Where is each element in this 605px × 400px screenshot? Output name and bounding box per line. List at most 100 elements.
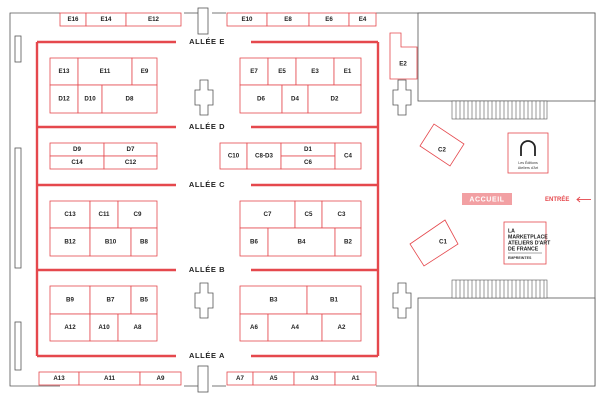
stand-C6[interactable]: C6 — [280, 155, 336, 170]
stand-A13[interactable]: A13 — [38, 371, 80, 386]
stand-B9[interactable]: B9 — [49, 285, 91, 315]
editions-logo-line1: Les Éditions — [518, 160, 538, 165]
stand-B7[interactable]: B7 — [89, 285, 132, 315]
stand-D9[interactable]: D9 — [49, 142, 105, 157]
stand-C3[interactable]: C3 — [321, 200, 362, 229]
stand-D8[interactable]: D8 — [101, 84, 158, 114]
stand-B1[interactable]: B1 — [306, 285, 362, 315]
svg-text:D10: D10 — [84, 96, 96, 103]
svg-text:A4: A4 — [291, 324, 299, 331]
stand-C14[interactable]: C14 — [49, 155, 105, 170]
svg-text:B8: B8 — [140, 239, 148, 246]
stand-E7[interactable]: E7 — [239, 57, 269, 86]
svg-text:A2: A2 — [338, 324, 346, 331]
stand-D1[interactable]: D1 — [280, 142, 336, 157]
svg-text:E6: E6 — [325, 16, 333, 23]
stand-A8[interactable]: A8 — [117, 313, 158, 342]
stand-B2[interactable]: B2 — [334, 227, 362, 257]
svg-text:B2: B2 — [344, 239, 352, 246]
stand-E3[interactable]: E3 — [295, 57, 335, 86]
stand-E8[interactable]: E8 — [266, 12, 310, 27]
stand-C7[interactable]: C7 — [239, 200, 296, 229]
stand-D4[interactable]: D4 — [281, 84, 309, 114]
stand-B12[interactable]: B12 — [49, 227, 91, 257]
svg-text:C11: C11 — [98, 211, 110, 218]
stand-B5[interactable]: B5 — [130, 285, 158, 315]
svg-text:A5: A5 — [270, 375, 278, 382]
stand-B10[interactable]: B10 — [89, 227, 132, 257]
stand-C5[interactable]: C5 — [294, 200, 323, 229]
svg-text:C8-D3: C8-D3 — [255, 153, 273, 160]
stand-B6[interactable]: B6 — [239, 227, 269, 257]
svg-text:E1: E1 — [344, 68, 352, 75]
svg-text:D4: D4 — [291, 96, 299, 103]
stand-D2[interactable]: D2 — [307, 84, 362, 114]
stand-C4[interactable]: C4 — [334, 142, 362, 170]
svg-text:D2: D2 — [331, 96, 339, 103]
svg-text:D12: D12 — [58, 96, 70, 103]
stand-C2[interactable]: C2 — [419, 123, 465, 167]
stand-C12[interactable]: C12 — [103, 155, 158, 170]
stand-E12[interactable]: E12 — [125, 12, 182, 27]
stand-E9[interactable]: E9 — [131, 57, 158, 86]
stands: E16 E14 E12 E10 E8 E6 E4 E2 E13 E11 E9 D… — [38, 12, 465, 386]
svg-text:E7: E7 — [250, 68, 258, 75]
stand-D10[interactable]: D10 — [77, 84, 103, 114]
svg-text:A1: A1 — [352, 375, 360, 382]
svg-text:C9: C9 — [134, 211, 142, 218]
stand-C11[interactable]: C11 — [89, 200, 119, 229]
svg-text:A7: A7 — [236, 375, 244, 382]
svg-text:A13: A13 — [53, 375, 65, 382]
stand-A6[interactable]: A6 — [239, 313, 269, 342]
stand-C13[interactable]: C13 — [49, 200, 91, 229]
stand-B8[interactable]: B8 — [130, 227, 158, 257]
stand-A2[interactable]: A2 — [321, 313, 362, 342]
stand-C8-D3[interactable]: C8-D3 — [246, 142, 282, 170]
svg-text:E11: E11 — [100, 68, 111, 75]
stand-E13[interactable]: E13 — [49, 57, 79, 86]
stand-E2[interactable]: E2 — [389, 32, 418, 80]
stand-E5[interactable]: E5 — [267, 57, 297, 86]
stand-A5[interactable]: A5 — [252, 371, 295, 386]
stand-E1[interactable]: E1 — [333, 57, 362, 86]
stand-E16[interactable]: E16 — [59, 12, 87, 27]
stand-A9[interactable]: A9 — [139, 371, 182, 386]
svg-text:B1: B1 — [330, 297, 338, 304]
stand-C1[interactable]: C1 — [409, 219, 459, 267]
stand-B4[interactable]: B4 — [267, 227, 336, 257]
stand-D12[interactable]: D12 — [49, 84, 79, 114]
svg-text:E13: E13 — [58, 68, 70, 75]
accueil-label: ACCUEIL — [469, 196, 504, 203]
svg-text:C14: C14 — [71, 159, 83, 166]
editions-logo: Les Éditions Ateliers d'Art — [507, 132, 549, 174]
stand-A7[interactable]: A7 — [226, 371, 254, 386]
stand-D6[interactable]: D6 — [239, 84, 283, 114]
svg-text:C7: C7 — [264, 211, 272, 218]
stand-C9[interactable]: C9 — [117, 200, 158, 229]
stand-E11[interactable]: E11 — [77, 57, 133, 86]
stand-A4[interactable]: A4 — [267, 313, 323, 342]
stand-A1[interactable]: A1 — [334, 371, 377, 386]
stand-A12[interactable]: A12 — [49, 313, 91, 342]
alley-e-label: ALLÉE E — [189, 37, 225, 46]
stand-A3[interactable]: A3 — [293, 371, 336, 386]
svg-text:E8: E8 — [284, 16, 292, 23]
stand-E14[interactable]: E14 — [85, 12, 127, 27]
stand-A10[interactable]: A10 — [89, 313, 119, 342]
stand-A11[interactable]: A11 — [78, 371, 141, 386]
svg-text:D6: D6 — [257, 96, 265, 103]
stand-B3[interactable]: B3 — [239, 285, 308, 315]
stand-D7[interactable]: D7 — [103, 142, 158, 157]
svg-text:C13: C13 — [64, 211, 76, 218]
svg-text:C1: C1 — [439, 239, 447, 246]
svg-text:A8: A8 — [134, 324, 142, 331]
svg-text:B5: B5 — [140, 297, 148, 304]
svg-text:C3: C3 — [338, 211, 346, 218]
svg-text:D1: D1 — [304, 146, 312, 153]
svg-text:C2: C2 — [438, 147, 446, 154]
stand-C10[interactable]: C10 — [219, 142, 248, 170]
stand-E10[interactable]: E10 — [226, 12, 268, 27]
svg-text:D8: D8 — [126, 96, 134, 103]
stand-E4[interactable]: E4 — [348, 12, 377, 27]
stand-E6[interactable]: E6 — [308, 12, 350, 27]
